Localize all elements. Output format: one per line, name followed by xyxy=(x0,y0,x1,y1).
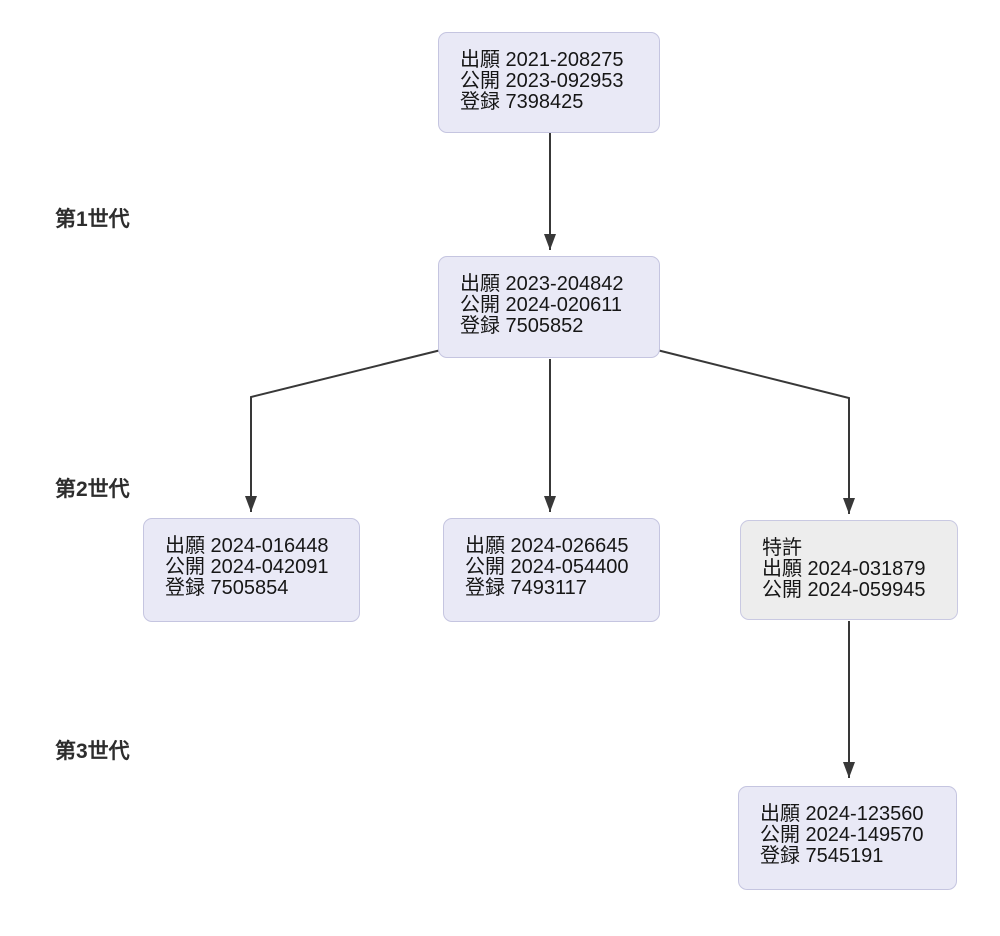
edge-gen1-to-gen2-left xyxy=(245,349,442,512)
generation-label-1: 第1世代 xyxy=(55,208,130,231)
generation-label-3: 第3世代 xyxy=(55,740,130,763)
application-number: 出願 2021-208275 xyxy=(460,49,624,71)
publication-number: 公開 2024-042091 xyxy=(165,556,329,578)
application-number: 出願 2023-204842 xyxy=(460,273,624,295)
patent-node-gen1: 出願 2023-204842 公開 2024-020611 登録 7505852 xyxy=(438,256,660,358)
patent-node-root: 出願 2021-208275 公開 2023-092953 登録 7398425 xyxy=(438,32,660,133)
registration-number: 登録 7493117 xyxy=(465,577,587,599)
edge-gen1-to-gen2-right xyxy=(656,349,855,514)
registration-number: 登録 7398425 xyxy=(460,91,584,113)
generation-label-2: 第2世代 xyxy=(55,478,130,501)
application-number: 出願 2024-026645 xyxy=(465,535,629,557)
publication-number: 公開 2024-149570 xyxy=(760,824,924,846)
patent-node-gen3: 出願 2024-123560 公開 2024-149570 登録 7545191 xyxy=(738,786,957,890)
publication-number: 公開 2024-054400 xyxy=(465,556,629,578)
registration-number: 登録 7505852 xyxy=(460,315,584,337)
patent-node-gen2-mid: 出願 2024-026645 公開 2024-054400 登録 7493117 xyxy=(443,518,660,622)
registration-number: 登録 7505854 xyxy=(165,577,289,599)
patent-node-gen2-left: 出願 2024-016448 公開 2024-042091 登録 7505854 xyxy=(143,518,360,622)
application-number: 出願 2024-123560 xyxy=(760,803,924,825)
application-number: 出願 2024-016448 xyxy=(165,535,329,557)
registration-number: 登録 7545191 xyxy=(760,845,884,867)
publication-number: 公開 2024-020611 xyxy=(460,294,622,316)
publication-number: 公開 2023-092953 xyxy=(460,70,624,92)
patent-node-gen2-right: 特許 出願 2024-031879 公開 2024-059945 xyxy=(740,520,958,620)
patent-type-label: 特許 xyxy=(762,537,802,559)
publication-number: 公開 2024-059945 xyxy=(762,579,926,601)
application-number: 出願 2024-031879 xyxy=(762,558,926,580)
